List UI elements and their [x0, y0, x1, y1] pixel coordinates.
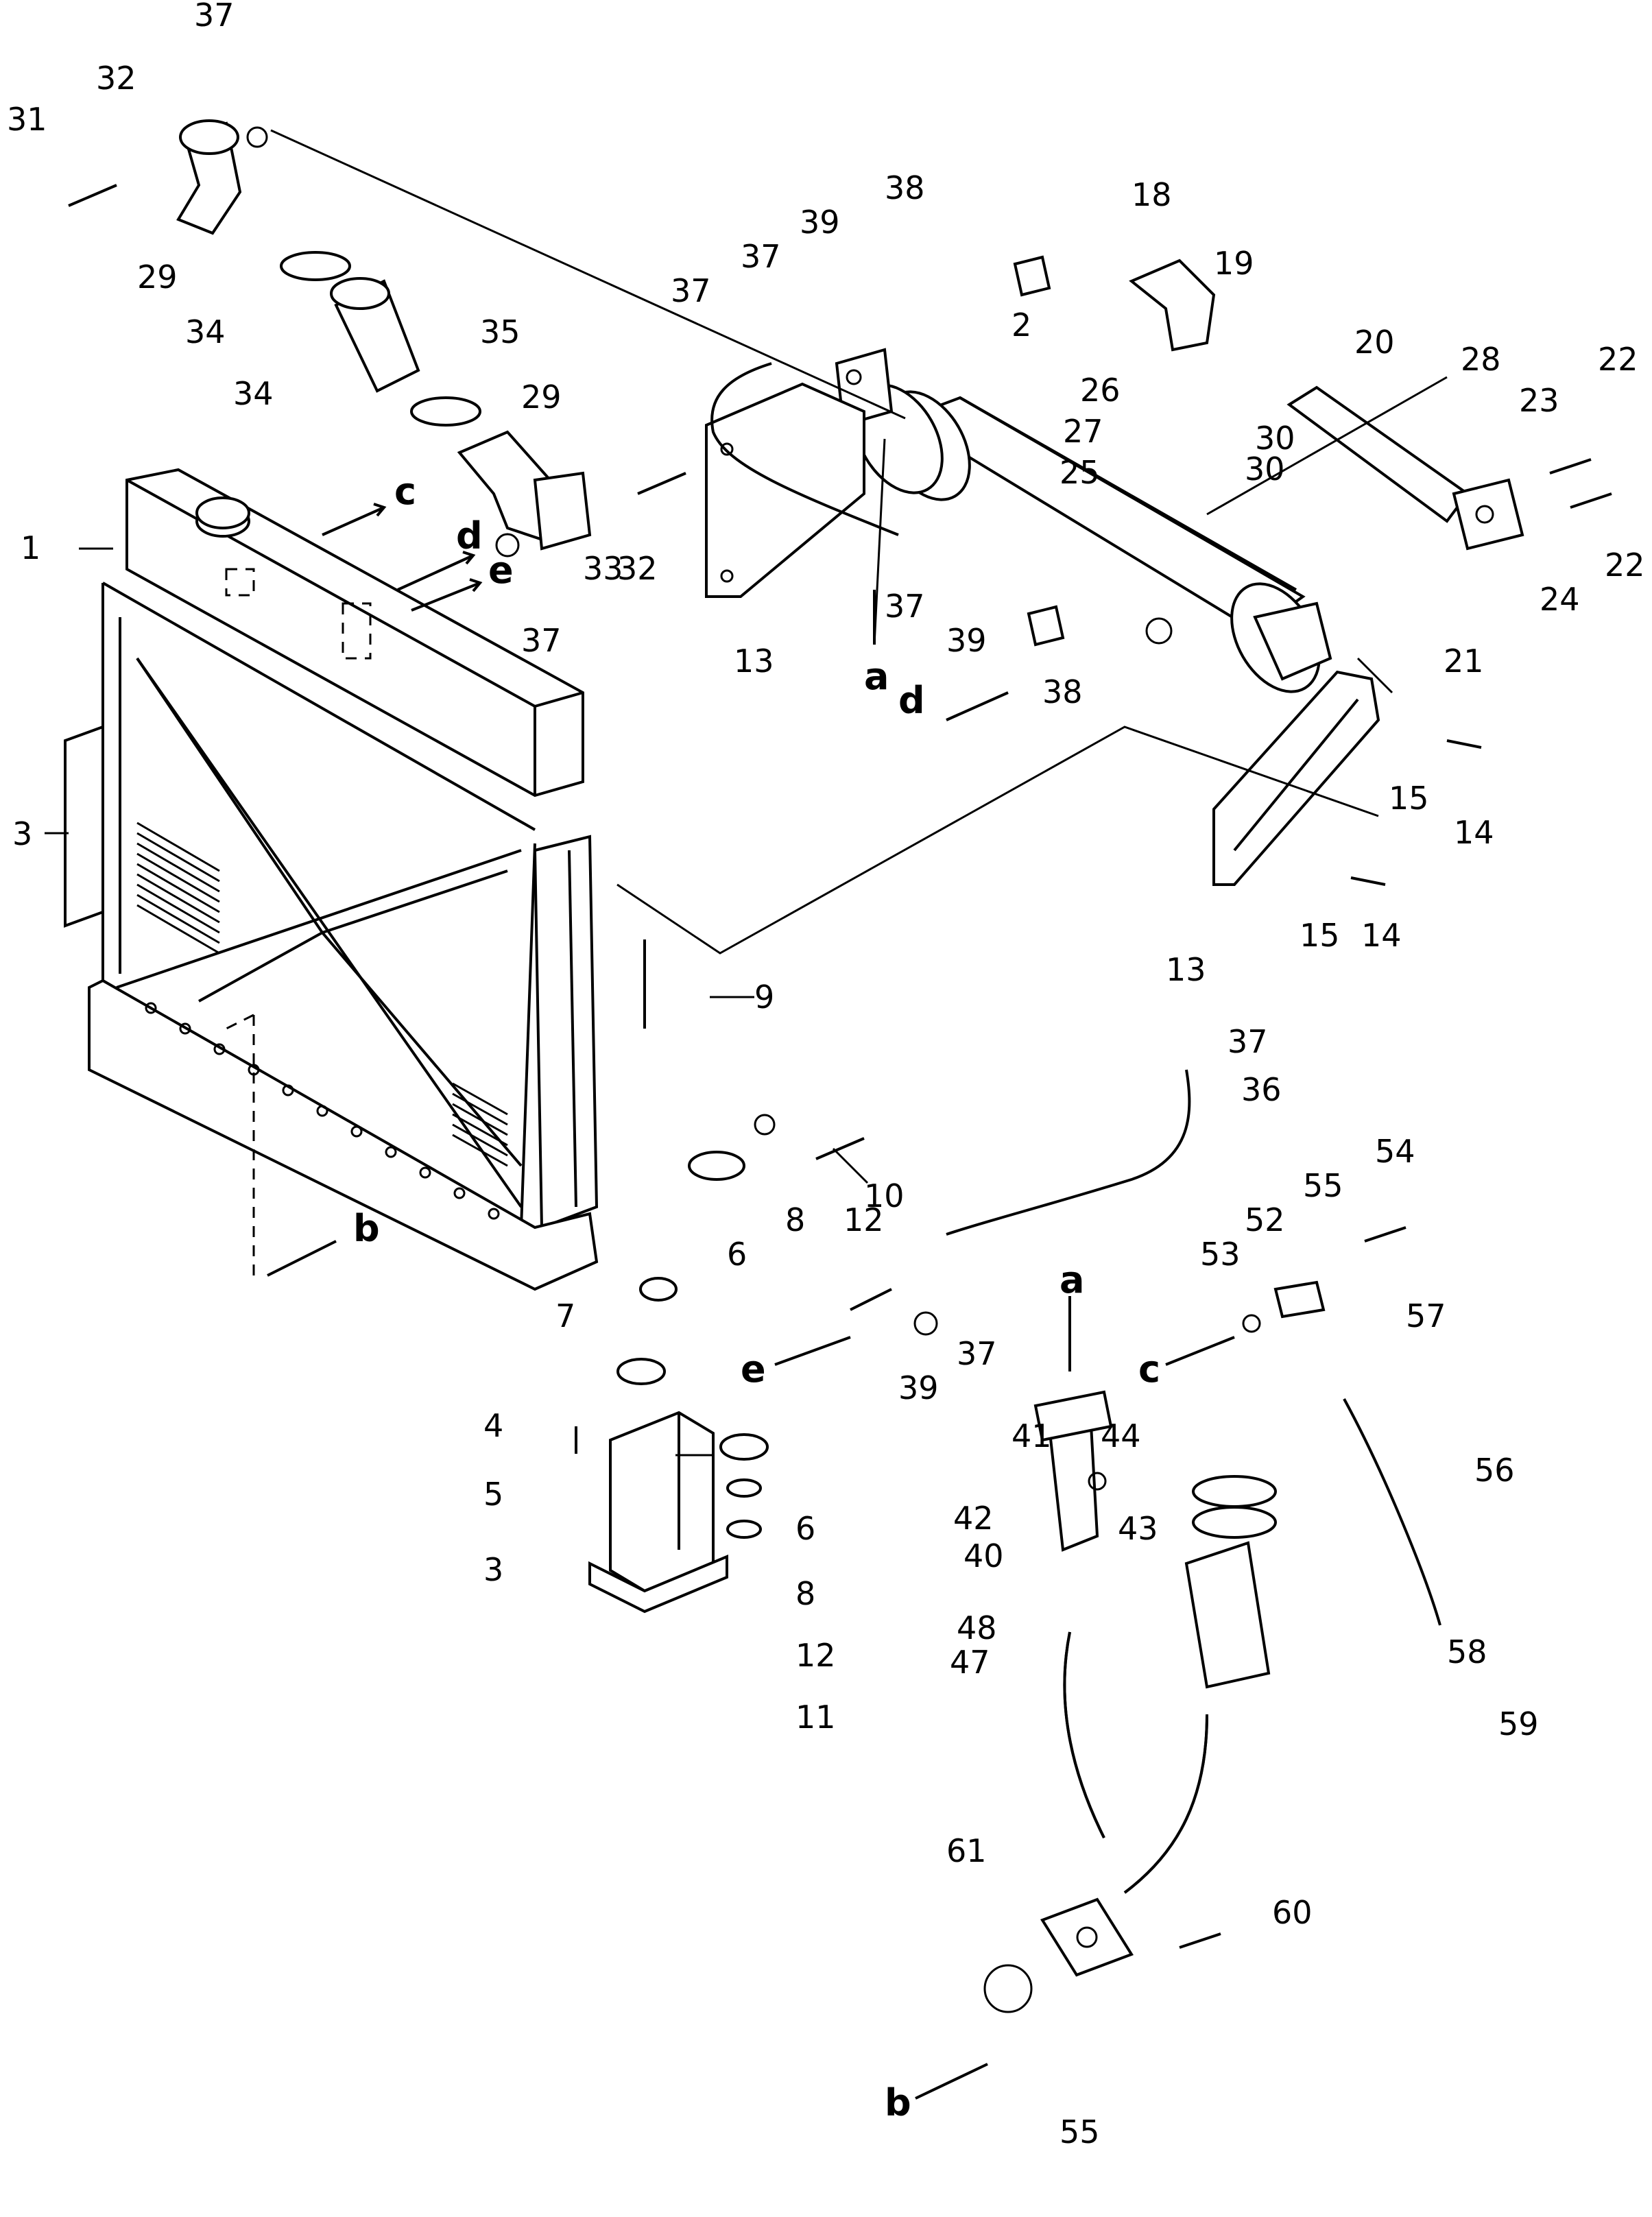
callout-31a: 31: [7, 101, 47, 138]
callout-10: 10: [864, 1177, 905, 1214]
callout-11: 11: [795, 1699, 836, 1736]
ref-c-top: c: [394, 470, 416, 513]
small-hardware: [68, 126, 1612, 2013]
ref-d-mid: d: [898, 679, 925, 722]
callout-47: 52: [1245, 1201, 1285, 1238]
callout-8a: 8: [785, 1201, 805, 1238]
callout-17: 19: [1214, 245, 1254, 282]
callout-33: 34: [233, 375, 274, 412]
callout-37c: 37: [1228, 1023, 1268, 1060]
callout-39b: 39: [946, 622, 987, 659]
callout-49: 54: [1375, 1133, 1415, 1170]
callout-39a: 39: [800, 204, 840, 241]
callout-25: 27: [1063, 413, 1103, 450]
callout-34a: 34: [185, 313, 226, 350]
hoses-and-pipes: [176, 119, 1524, 1977]
mount-stand: [588, 1358, 769, 1614]
callout-12a: 12: [843, 1201, 884, 1238]
callout-21: 22: [1605, 547, 1645, 584]
callout-52a: 57: [1406, 1297, 1446, 1334]
callout-13a: 13: [734, 643, 774, 680]
callout-37b: 37: [885, 588, 925, 625]
ref-e-top: e: [488, 549, 514, 592]
callout-40: 40: [963, 1537, 1004, 1574]
callout-15b: 15: [1300, 917, 1340, 954]
callout-38b: 38: [1042, 673, 1083, 710]
callout-29b: 29: [521, 379, 562, 416]
callout-14b: 14: [1361, 917, 1402, 954]
callout-4: 4: [483, 1407, 503, 1444]
callout-19: 21: [1444, 643, 1484, 680]
ref-b-left: b: [353, 1207, 380, 1250]
callout-6b: 6: [795, 1510, 815, 1547]
callout-50: 55: [1303, 1167, 1343, 1204]
callout-32a: 32: [96, 60, 136, 97]
connection-refs: c d e a d b a e c b: [353, 470, 1160, 2124]
callout-3b: 3: [483, 1551, 503, 1588]
callout-6a: 6: [727, 1236, 747, 1273]
mounting-brackets: [705, 382, 1380, 886]
oil-cooler-tube: [835, 348, 1332, 693]
callout-8b: 8: [795, 1575, 815, 1612]
callout-30b: 37: [521, 622, 562, 659]
callout-7: 7: [555, 1297, 575, 1334]
callout-54: 60: [1272, 1894, 1313, 1931]
callout-30a: 37: [194, 0, 235, 34]
ref-a-top: a: [864, 655, 889, 698]
callout-5: 5: [483, 1476, 503, 1513]
callout-26: 28: [1461, 341, 1501, 378]
callout-13b: 13: [1166, 951, 1206, 988]
callout-18: 20: [1354, 324, 1395, 361]
callout-56: 61: [946, 1832, 987, 1869]
callout-32b: 33: [583, 550, 623, 587]
callout-34b: 35: [480, 313, 520, 350]
callout-43: 43: [1118, 1510, 1158, 1547]
callout-38a: 38: [885, 169, 925, 206]
callout-55-label: 55: [1060, 2113, 1100, 2150]
callout-51: 56: [1474, 1452, 1515, 1489]
callout-35: 36: [1241, 1071, 1282, 1108]
reference-arrows: [267, 503, 1235, 2100]
callout-22a: 23: [1519, 382, 1559, 419]
callout-22b: 24: [1540, 581, 1580, 618]
callout-31b: 32: [617, 550, 658, 587]
part-callouts: 37 32 31 29 34 34 35 29 1 33 32 37 37 37…: [7, 0, 1645, 2150]
callout-46: 48: [957, 1609, 997, 1646]
callout-23: 25: [1060, 454, 1100, 491]
ref-d-top: d: [456, 514, 483, 558]
callout-41: 41: [1011, 1417, 1052, 1454]
callout-9: 9: [754, 979, 774, 1016]
callout-45: 47: [950, 1644, 990, 1681]
callout-42: 42: [953, 1500, 994, 1537]
callout-29a: 29: [137, 259, 178, 296]
callout-14a: 14: [1454, 814, 1494, 851]
callout-1: 1: [21, 529, 40, 566]
radiator-assembly: [64, 468, 599, 1291]
ref-c-lower: c: [1138, 1347, 1160, 1391]
ref-e-lower: e: [741, 1347, 766, 1391]
ref-a-lower: a: [1060, 1258, 1084, 1302]
callout-15a: 15: [1389, 780, 1429, 817]
callout-52b: 58: [1447, 1633, 1487, 1670]
callout-39c: 39: [898, 1369, 939, 1406]
callout-2: 2: [1011, 307, 1031, 344]
callout-37a: 37: [741, 238, 781, 275]
callout-37d: 37: [957, 1335, 997, 1372]
callout-44: 44: [1101, 1417, 1141, 1454]
ref-b-lower: b: [885, 2081, 911, 2124]
callout-20: 22: [1598, 341, 1638, 378]
callout-28: 30: [1245, 451, 1285, 488]
callout-16: 18: [1132, 176, 1172, 213]
callout-12b: 12: [795, 1637, 836, 1674]
leader-lines: [45, 129, 1448, 1457]
callout-3a: 3: [12, 815, 32, 852]
callout-24: 26: [1080, 372, 1121, 409]
callout-48: 53: [1200, 1236, 1241, 1273]
callout-53: 59: [1498, 1705, 1539, 1742]
callout-27: 30: [1255, 420, 1295, 457]
callout-36: 37: [671, 272, 711, 309]
